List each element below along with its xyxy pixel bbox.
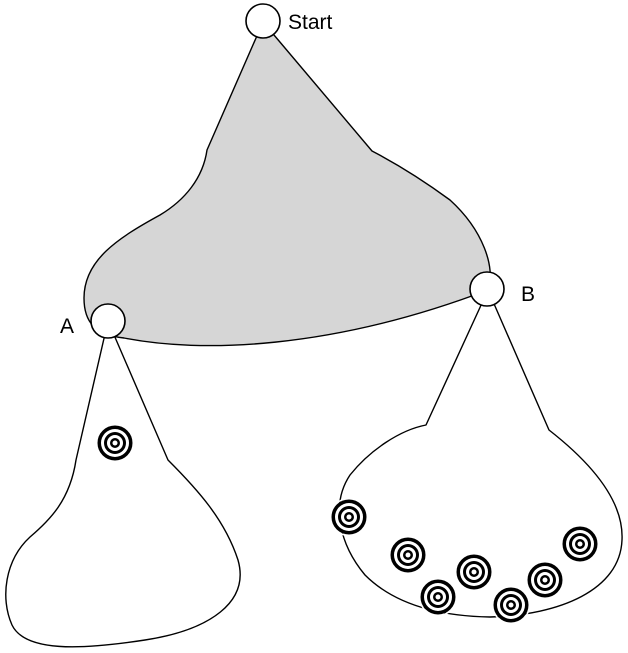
target-ring	[542, 577, 548, 583]
target-halo	[329, 497, 369, 537]
bullseye-target-icon	[329, 497, 369, 537]
bullseye-target-icon	[491, 585, 531, 625]
target-halo	[454, 552, 494, 592]
target-ring	[346, 514, 352, 520]
target-ring	[471, 569, 477, 575]
bullseye-target-icon	[418, 577, 458, 617]
bullseye-target-icon	[388, 535, 428, 575]
target-halo	[388, 535, 428, 575]
start-label: Start	[288, 11, 333, 34]
bullseye-target-icon	[560, 524, 600, 564]
start-node	[245, 3, 281, 39]
target-ring	[508, 602, 514, 608]
a-node	[90, 303, 126, 339]
target-ring	[435, 594, 441, 600]
top-region	[83, 21, 491, 347]
target-halo	[560, 524, 600, 564]
a-label: A	[60, 315, 74, 338]
target-halo	[525, 560, 565, 600]
target-halo	[95, 423, 135, 463]
bullseye-target-icon	[525, 560, 565, 600]
targets-layer	[95, 423, 600, 625]
target-halo	[491, 585, 531, 625]
target-ring	[112, 440, 118, 446]
b-node	[469, 271, 505, 307]
bullseye-target-icon	[95, 423, 135, 463]
b-label: B	[521, 283, 535, 306]
target-halo	[418, 577, 458, 617]
target-ring	[577, 541, 583, 547]
bullseye-target-icon	[454, 552, 494, 592]
region-a	[5, 320, 241, 648]
target-ring	[405, 552, 411, 558]
